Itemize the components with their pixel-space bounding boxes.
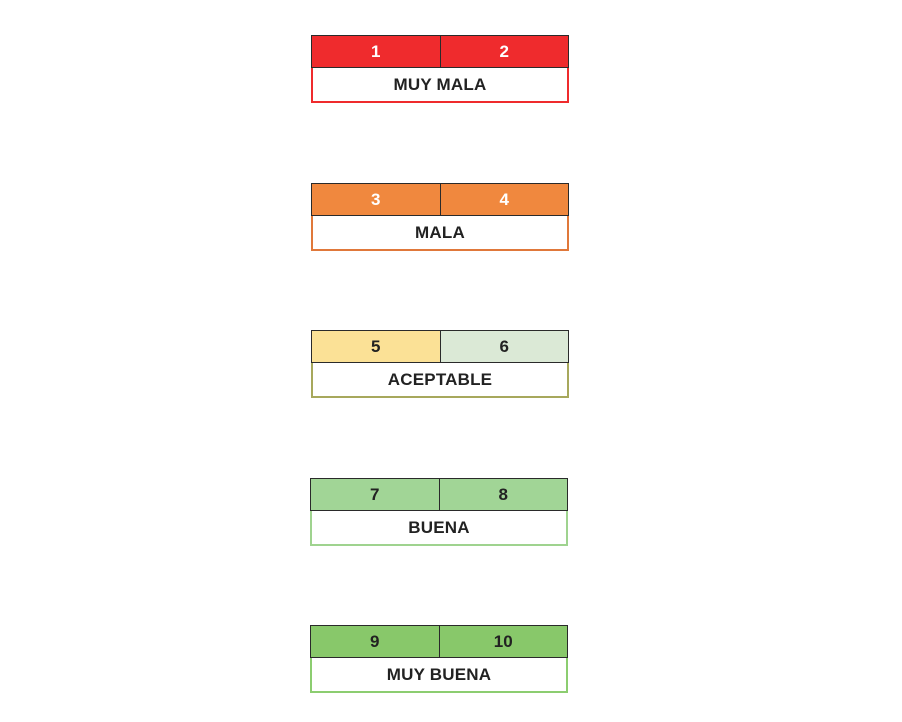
score-cell: 3 [312, 184, 440, 215]
score-cells: 1 2 [311, 35, 569, 68]
score-cell: 7 [311, 479, 439, 510]
score-cell: 9 [311, 626, 439, 657]
rating-block-muy-buena: 9 10 MUY BUENA [310, 625, 568, 693]
score-cell: 2 [439, 36, 568, 67]
score-cell: 8 [438, 479, 567, 510]
score-cells: 3 4 [311, 183, 569, 216]
rating-label: BUENA [310, 511, 568, 546]
score-cell: 1 [312, 36, 440, 67]
rating-block-mala: 3 4 MALA [311, 183, 569, 251]
rating-label: ACEPTABLE [311, 363, 569, 398]
score-cells: 5 6 [311, 330, 569, 363]
rating-block-buena: 7 8 BUENA [310, 478, 568, 546]
score-cell: 5 [312, 331, 440, 362]
rating-label: MUY BUENA [310, 658, 568, 693]
score-cells: 9 10 [310, 625, 568, 658]
rating-label: MUY MALA [311, 68, 569, 103]
score-cell: 10 [438, 626, 567, 657]
score-cell: 6 [439, 331, 568, 362]
rating-block-muy-mala: 1 2 MUY MALA [311, 35, 569, 103]
rating-block-aceptable: 5 6 ACEPTABLE [311, 330, 569, 398]
score-cells: 7 8 [310, 478, 568, 511]
rating-label: MALA [311, 216, 569, 251]
score-cell: 4 [439, 184, 568, 215]
